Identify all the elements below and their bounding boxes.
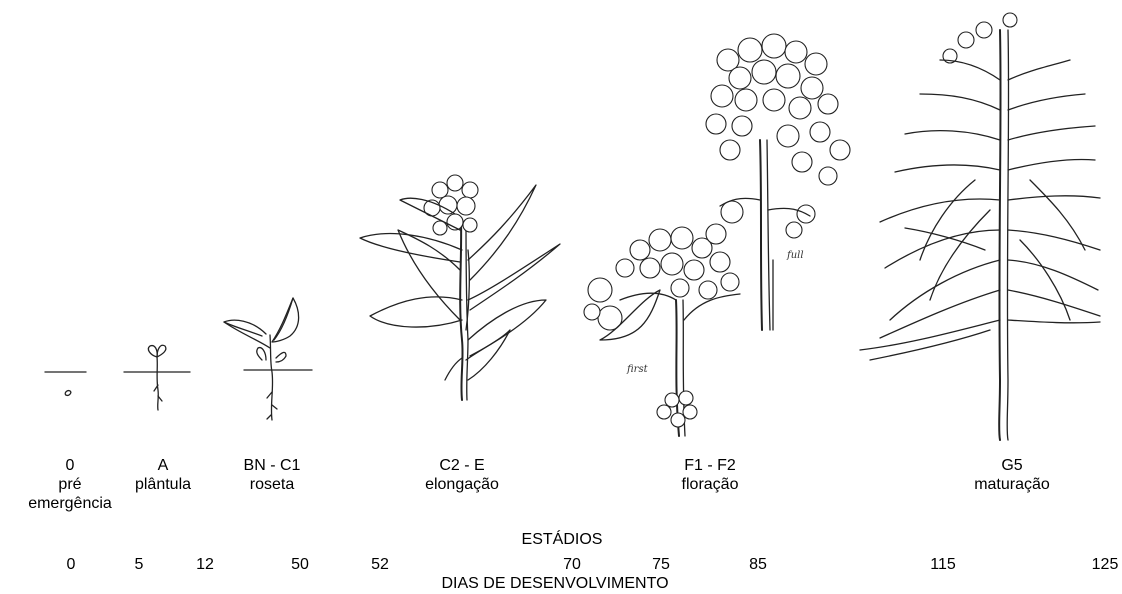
stage-0-seed-drawing	[45, 372, 86, 396]
stage-f1-f2-flowering-drawing: first full	[584, 34, 850, 436]
stage-bn-c1-label: BN - C1 roseta	[244, 456, 301, 494]
first-annotation: first	[626, 364, 649, 375]
day-tick-50: 50	[291, 555, 309, 574]
stage-c2-e-label: C2 - E elongação	[425, 456, 499, 494]
stage-c2-e-code: C2 - E	[425, 456, 499, 475]
stage-g5-maturation-drawing	[860, 13, 1100, 440]
stage-bn-c1-rosette-drawing	[224, 298, 312, 420]
day-tick-125: 125	[1092, 555, 1119, 574]
full-annotation: full	[786, 250, 804, 261]
day-tick-75: 75	[652, 555, 670, 574]
day-tick-85: 85	[749, 555, 767, 574]
stage-f1-f2-code: F1 - F2	[682, 456, 739, 475]
days-axis-title: DIAS DE DESENVOLVIMENTO	[441, 574, 668, 593]
stage-f1-f2-name: floração	[682, 475, 739, 494]
stage-f1-f2-label: F1 - F2 floração	[682, 456, 739, 494]
day-tick-0: 0	[67, 555, 76, 574]
stage-a-code: A	[135, 456, 191, 475]
stage-a-seedling-drawing	[124, 345, 190, 410]
day-tick-115: 115	[930, 555, 956, 574]
day-tick-5: 5	[135, 555, 144, 574]
stage-a-name: plântula	[135, 475, 191, 494]
day-tick-70: 70	[563, 555, 581, 574]
stage-0-name-cont: emergência	[28, 494, 112, 513]
stage-0-code: 0	[28, 456, 112, 475]
stage-bn-c1-name: roseta	[244, 475, 301, 494]
stage-0-label: 0 pré emergência	[28, 456, 112, 513]
stage-0-name: pré	[28, 475, 112, 494]
stage-g5-label: G5 maturação	[974, 456, 1050, 494]
stages-axis-title: ESTÁDIOS	[522, 530, 603, 549]
stage-a-label: A plântula	[135, 456, 191, 494]
stage-g5-code: G5	[974, 456, 1050, 475]
day-tick-12: 12	[196, 555, 214, 574]
stage-g5-name: maturação	[974, 475, 1050, 494]
stage-c2-e-name: elongação	[425, 475, 499, 494]
day-tick-52: 52	[371, 555, 389, 574]
stage-bn-c1-code: BN - C1	[244, 456, 301, 475]
stage-c2-e-elongation-drawing	[360, 175, 560, 400]
